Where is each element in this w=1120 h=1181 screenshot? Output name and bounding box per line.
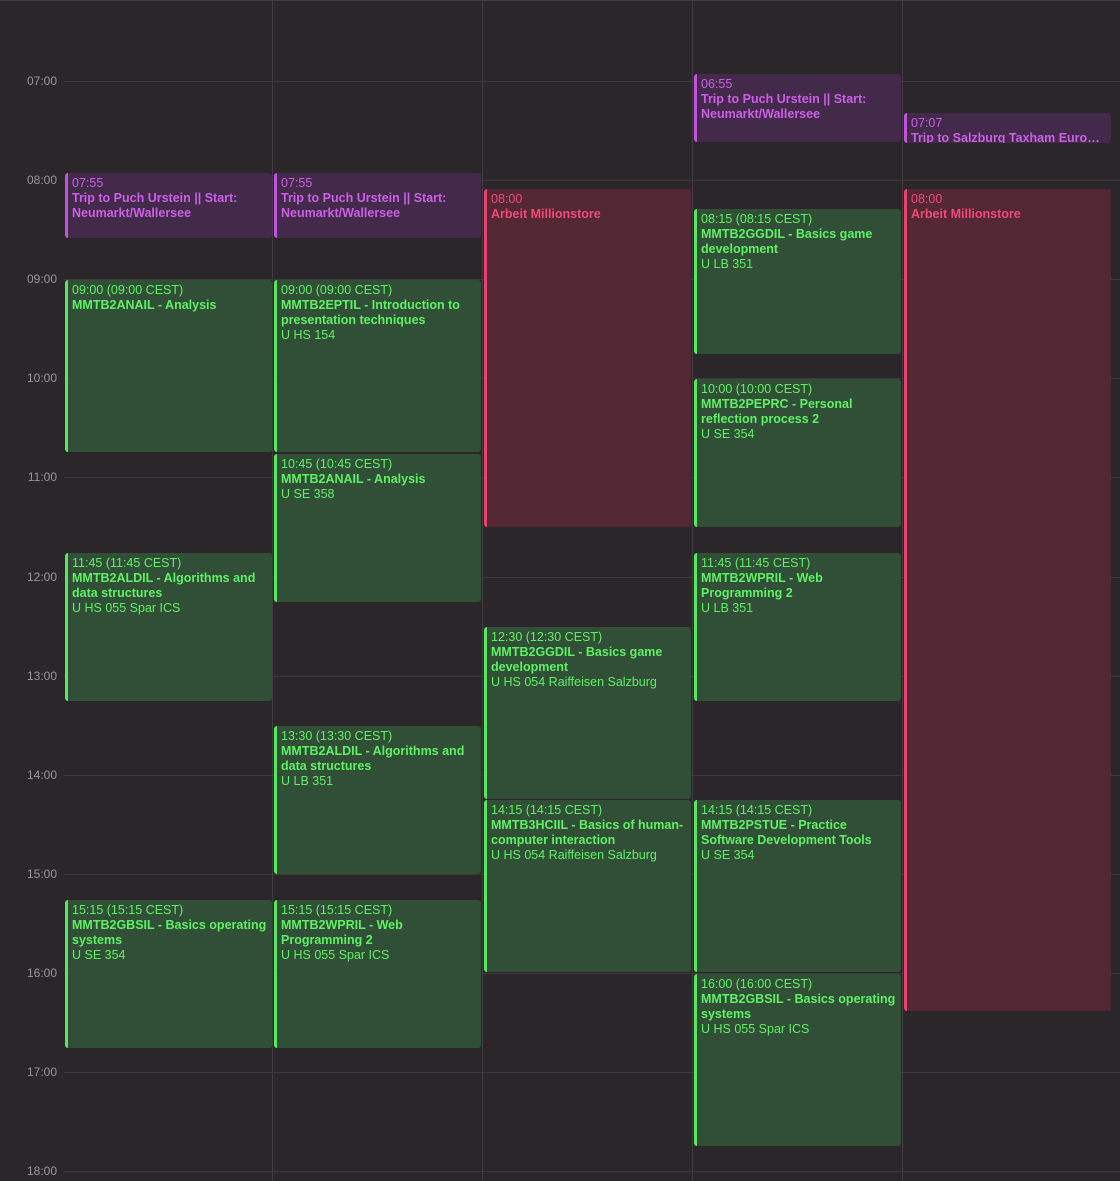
event-title: MMTB2WPRIL - Web Programming 2 xyxy=(281,918,403,947)
event-time: 07:55 xyxy=(281,176,313,190)
event-time: 08:15 (08:15 CEST) xyxy=(701,212,813,226)
event-title: MMTB2ALDIL - Algorithms and data structu… xyxy=(72,571,256,600)
event-time: 09:00 (09:00 CEST) xyxy=(72,283,184,297)
event-location: U SE 354 xyxy=(72,948,126,962)
event-time: 07:55 xyxy=(72,176,104,190)
event-course[interactable]: 08:15 (08:15 CEST)MMTB2GGDIL - Basics ga… xyxy=(694,209,901,354)
event-title: MMTB2WPRIL - Web Programming 2 xyxy=(701,571,823,600)
event-time: 09:00 (09:00 CEST) xyxy=(281,283,393,297)
event-title: MMTB2PSTUE - Practice Software Developme… xyxy=(701,818,872,847)
hour-label: 17:00 xyxy=(26,1065,57,1079)
event-title: MMTB3HCIIL - Basics of human-computer in… xyxy=(491,818,684,847)
event-location: U SE 358 xyxy=(281,487,335,501)
calendar-top-border xyxy=(0,0,1120,1)
event-course[interactable]: 13:30 (13:30 CEST)MMTB2ALDIL - Algorithm… xyxy=(274,726,481,874)
hour-label: 15:00 xyxy=(26,867,57,881)
hour-label: 16:00 xyxy=(26,966,57,980)
event-time: 14:15 (14:15 CEST) xyxy=(701,803,813,817)
event-title: Trip to Puch Urstein || Start: Neumarkt/… xyxy=(281,191,447,220)
event-time: 10:45 (10:45 CEST) xyxy=(281,457,393,471)
hour-label: 10:00 xyxy=(26,371,57,385)
event-time: 08:00 xyxy=(491,192,523,206)
event-title: MMTB2GBSIL - Basics operating systems xyxy=(701,992,896,1021)
hour-label: 14:00 xyxy=(26,768,57,782)
event-location: U HS 055 Spar ICS xyxy=(701,1022,810,1036)
event-time: 06:55 xyxy=(701,77,733,91)
day-divider xyxy=(692,0,693,1181)
event-time: 13:30 (13:30 CEST) xyxy=(281,729,393,743)
event-location: U HS 154 xyxy=(281,328,336,342)
event-course[interactable]: 11:45 (11:45 CEST)MMTB2ALDIL - Algorithm… xyxy=(65,553,272,701)
hour-label: 13:00 xyxy=(26,669,57,683)
event-course[interactable]: 12:30 (12:30 CEST)MMTB2GGDIL - Basics ga… xyxy=(484,627,691,799)
event-course[interactable]: 15:15 (15:15 CEST)MMTB2WPRIL - Web Progr… xyxy=(274,900,481,1048)
hour-label: 12:00 xyxy=(26,570,57,584)
hour-label: 07:00 xyxy=(26,74,57,88)
event-title: Trip to Puch Urstein || Start: Neumarkt/… xyxy=(701,92,867,121)
event-location: U HS 055 Spar ICS xyxy=(281,948,390,962)
event-title: MMTB2GBSIL - Basics operating systems xyxy=(72,918,267,947)
event-location: U SE 354 xyxy=(701,848,755,862)
event-time: 11:45 (11:45 CEST) xyxy=(701,556,811,570)
day-divider xyxy=(902,0,903,1181)
hour-line xyxy=(64,1072,1120,1073)
event-course[interactable]: 16:00 (16:00 CEST)MMTB2GBSIL - Basics op… xyxy=(694,974,901,1146)
hour-label: 11:00 xyxy=(27,470,57,484)
event-time: 10:00 (10:00 CEST) xyxy=(701,382,813,396)
event-time: 07:07 xyxy=(911,116,943,130)
event-title: MMTB2ALDIL - Algorithms and data structu… xyxy=(281,744,465,773)
event-title: MMTB2PEPRC - Personal reflection process… xyxy=(701,397,853,426)
event-location: U SE 354 xyxy=(701,427,755,441)
event-location: U LB 351 xyxy=(701,257,754,271)
event-time: 15:15 (15:15 CEST) xyxy=(281,903,393,917)
event-location: U LB 351 xyxy=(701,601,754,615)
hour-line xyxy=(64,81,1120,82)
event-time: 15:15 (15:15 CEST) xyxy=(72,903,184,917)
event-time: 14:15 (14:15 CEST) xyxy=(491,803,603,817)
hour-line xyxy=(64,180,1120,181)
day-divider xyxy=(482,0,483,1181)
event-title: MMTB2ANAIL - Analysis xyxy=(72,298,217,312)
event-location: U HS 054 Raiffeisen Salzburg xyxy=(491,675,657,689)
event-title: MMTB2GGDIL - Basics game development xyxy=(491,645,663,674)
event-time: 08:00 xyxy=(911,192,943,206)
event-time: 16:00 (16:00 CEST) xyxy=(701,977,813,991)
event-location: U HS 055 Spar ICS xyxy=(72,601,181,615)
event-location: U LB 351 xyxy=(281,774,334,788)
hour-line xyxy=(64,1171,1120,1172)
hour-label: 18:00 xyxy=(26,1164,57,1178)
hour-line xyxy=(64,577,1120,578)
event-course[interactable]: 09:00 (09:00 CEST)MMTB2EPTIL - Introduct… xyxy=(274,280,481,452)
event-time: 11:45 (11:45 CEST) xyxy=(72,556,182,570)
hour-line xyxy=(64,973,1120,974)
event-title: Arbeit Millionstore xyxy=(911,207,1021,221)
event-title: Trip to Puch Urstein || Start: Neumarkt/… xyxy=(72,191,238,220)
event-course[interactable]: 14:15 (14:15 CEST)MMTB3HCIIL - Basics of… xyxy=(484,800,691,972)
hour-label: 08:00 xyxy=(26,173,57,187)
event-title: MMTB2ANAIL - Analysis xyxy=(281,472,426,486)
event-title: MMTB2GGDIL - Basics game development xyxy=(701,227,873,256)
event-course[interactable]: 09:00 (09:00 CEST)MMTB2ANAIL - Analysis xyxy=(65,280,272,452)
event-title: Trip to Salzburg Taxham Europark xyxy=(911,131,1106,143)
event-course[interactable]: 11:45 (11:45 CEST)MMTB2WPRIL - Web Progr… xyxy=(694,553,901,701)
event-course[interactable]: 15:15 (15:15 CEST)MMTB2GBSIL - Basics op… xyxy=(65,900,272,1048)
event-title: MMTB2EPTIL - Introduction to presentatio… xyxy=(281,298,460,327)
hour-label: 09:00 xyxy=(26,272,57,286)
day-divider xyxy=(272,0,273,1181)
event-course[interactable]: 14:15 (14:15 CEST)MMTB2PSTUE - Practice … xyxy=(694,800,901,972)
event-course[interactable]: 10:00 (10:00 CEST)MMTB2PEPRC - Personal … xyxy=(694,379,901,527)
event-title: Arbeit Millionstore xyxy=(491,207,601,221)
event-location: U HS 054 Raiffeisen Salzburg xyxy=(491,848,657,862)
event-time: 12:30 (12:30 CEST) xyxy=(491,630,603,644)
